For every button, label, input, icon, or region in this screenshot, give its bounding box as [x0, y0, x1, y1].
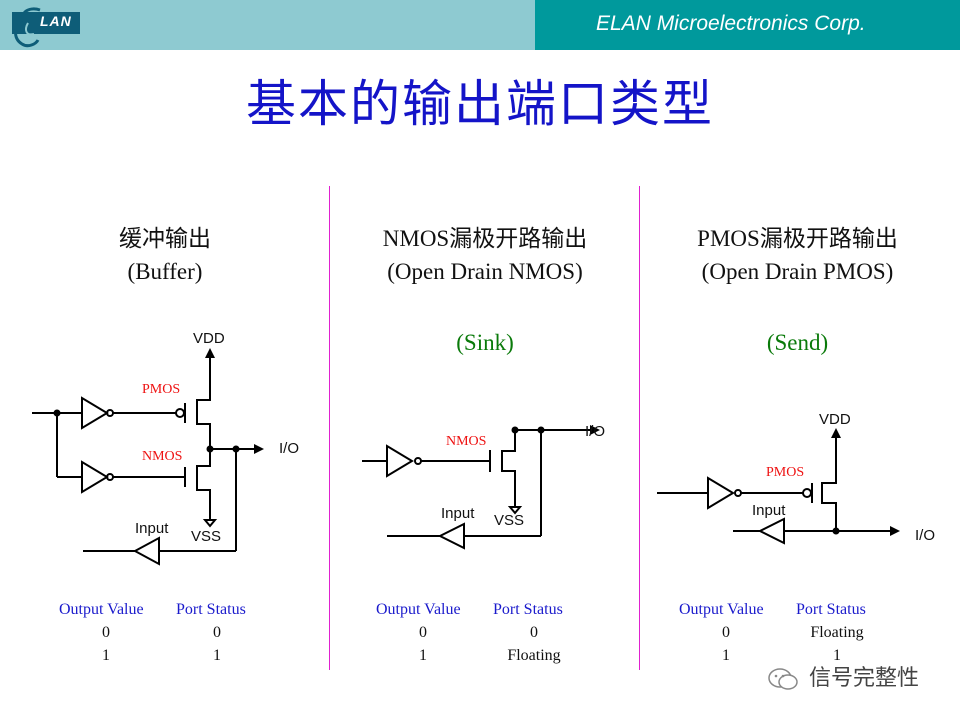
- table-cell: 0: [213, 624, 221, 641]
- pmos-gate-bubble-icon: [175, 408, 185, 418]
- table-cell: 1: [213, 647, 221, 664]
- company-name: ELAN Microelectronics Corp.: [596, 12, 866, 35]
- nmos-truth-table: Output Value Port Status 0 0 1 Floating: [376, 601, 596, 671]
- sink-label: (Sink): [456, 330, 514, 355]
- column-divider: [329, 186, 330, 670]
- table-cell: 1: [102, 647, 110, 664]
- pmos-title-cn: PMOS漏极开路输出: [697, 226, 898, 251]
- table-header-port-status: Port Status: [796, 601, 866, 618]
- junction-dot: [511, 426, 519, 434]
- buffer-title-en: (Buffer): [127, 259, 203, 284]
- nmos-title: NMOS漏极开路输出 (Open Drain NMOS): [340, 222, 630, 288]
- inverter-icon: [81, 396, 109, 430]
- pmos-input-label: Input: [752, 502, 786, 519]
- buffer-input-label: Input: [135, 520, 169, 537]
- table-header-port-status: Port Status: [493, 601, 563, 618]
- junction-dot: [206, 445, 214, 453]
- pmos-title-en: (Open Drain PMOS): [701, 259, 894, 284]
- pmos-transistor-label: PMOS: [766, 465, 805, 480]
- inverter-icon: [707, 476, 735, 510]
- inverter-bubble-icon: [414, 457, 422, 465]
- buffer-truth-table: Output Value Port Status 0 0 1 1: [59, 601, 279, 671]
- input-buffer-icon: [757, 517, 785, 545]
- junction-dot: [832, 527, 840, 535]
- table-header-port-status: Port Status: [176, 601, 246, 618]
- header-left-band: [0, 0, 535, 50]
- table-cell: 1: [722, 647, 730, 664]
- table-cell: Floating: [507, 647, 561, 664]
- input-buffer-icon: [437, 522, 465, 550]
- vss-ground-icon: [507, 506, 523, 515]
- input-buffer-icon: [132, 536, 160, 566]
- watermark: 信号完整性: [766, 660, 919, 692]
- nmos-circuit: [362, 425, 600, 550]
- table-cell: 1: [833, 647, 841, 664]
- junction-dot: [232, 445, 240, 453]
- inverter-icon: [81, 460, 109, 494]
- pmos-title: PMOS漏极开路输出 (Open Drain PMOS): [650, 222, 945, 288]
- nmos-title-cn: NMOS漏极开路输出: [382, 226, 588, 251]
- nmos-input-label: Input: [441, 505, 475, 522]
- junction-dot: [53, 409, 61, 417]
- header-right-band: [535, 0, 960, 50]
- pmos-truth-table: Output Value Port Status 0 Floating 1 1: [679, 601, 899, 671]
- table-cell: 0: [419, 624, 427, 641]
- vss-ground-icon: [202, 519, 218, 528]
- nmos-transistor-label: NMOS: [446, 434, 487, 449]
- table-header-output-value: Output Value: [679, 601, 764, 618]
- logo-e-script-icon: [14, 7, 41, 48]
- junction-dots: [53, 409, 840, 535]
- logo-text: LAN: [40, 13, 72, 29]
- column-divider: [639, 186, 640, 670]
- pmos-io-label: I/O: [915, 527, 936, 544]
- buffer-circuit: [32, 348, 264, 566]
- junction-dot: [537, 426, 545, 434]
- send-label: (Send): [766, 330, 829, 355]
- wechat-icon: [768, 668, 798, 690]
- buffer-vss-label: VSS: [191, 528, 222, 545]
- buffer-io-label: I/O: [279, 440, 300, 457]
- pmos-vdd-label: VDD: [819, 411, 851, 428]
- buffer-vdd-label: VDD: [193, 330, 225, 347]
- buffer-nmos-label: NMOS: [142, 449, 183, 464]
- buffer-pmos-label: PMOS: [142, 382, 181, 397]
- pmos-gate-bubble-icon: [802, 488, 812, 498]
- pmos-circuit: [657, 428, 900, 545]
- nmos-vss-label: VSS: [494, 512, 525, 529]
- watermark-text: 信号完整性: [809, 666, 920, 691]
- table-cell: 0: [102, 624, 110, 641]
- buffer-title: 缓冲输出 (Buffer): [40, 222, 290, 288]
- inverter-icon: [386, 444, 414, 478]
- table-cell: 0: [722, 624, 730, 641]
- table-cell: 0: [530, 624, 538, 641]
- page-title: 基本的输出端口类型: [246, 75, 714, 133]
- nmos-title-en: (Open Drain NMOS): [387, 259, 583, 284]
- table-cell: Floating: [810, 624, 864, 641]
- inverter-bubble-icon: [106, 409, 114, 417]
- inverter-bubble-icon: [734, 489, 742, 497]
- nmos-io-label: I/O: [585, 423, 606, 440]
- table-cell: 1: [419, 647, 427, 664]
- logo-box: [12, 12, 80, 34]
- table-header-output-value: Output Value: [59, 601, 144, 618]
- inverter-bubble-icon: [106, 473, 114, 481]
- table-header-output-value: Output Value: [376, 601, 461, 618]
- buffer-title-cn: 缓冲输出: [119, 226, 211, 251]
